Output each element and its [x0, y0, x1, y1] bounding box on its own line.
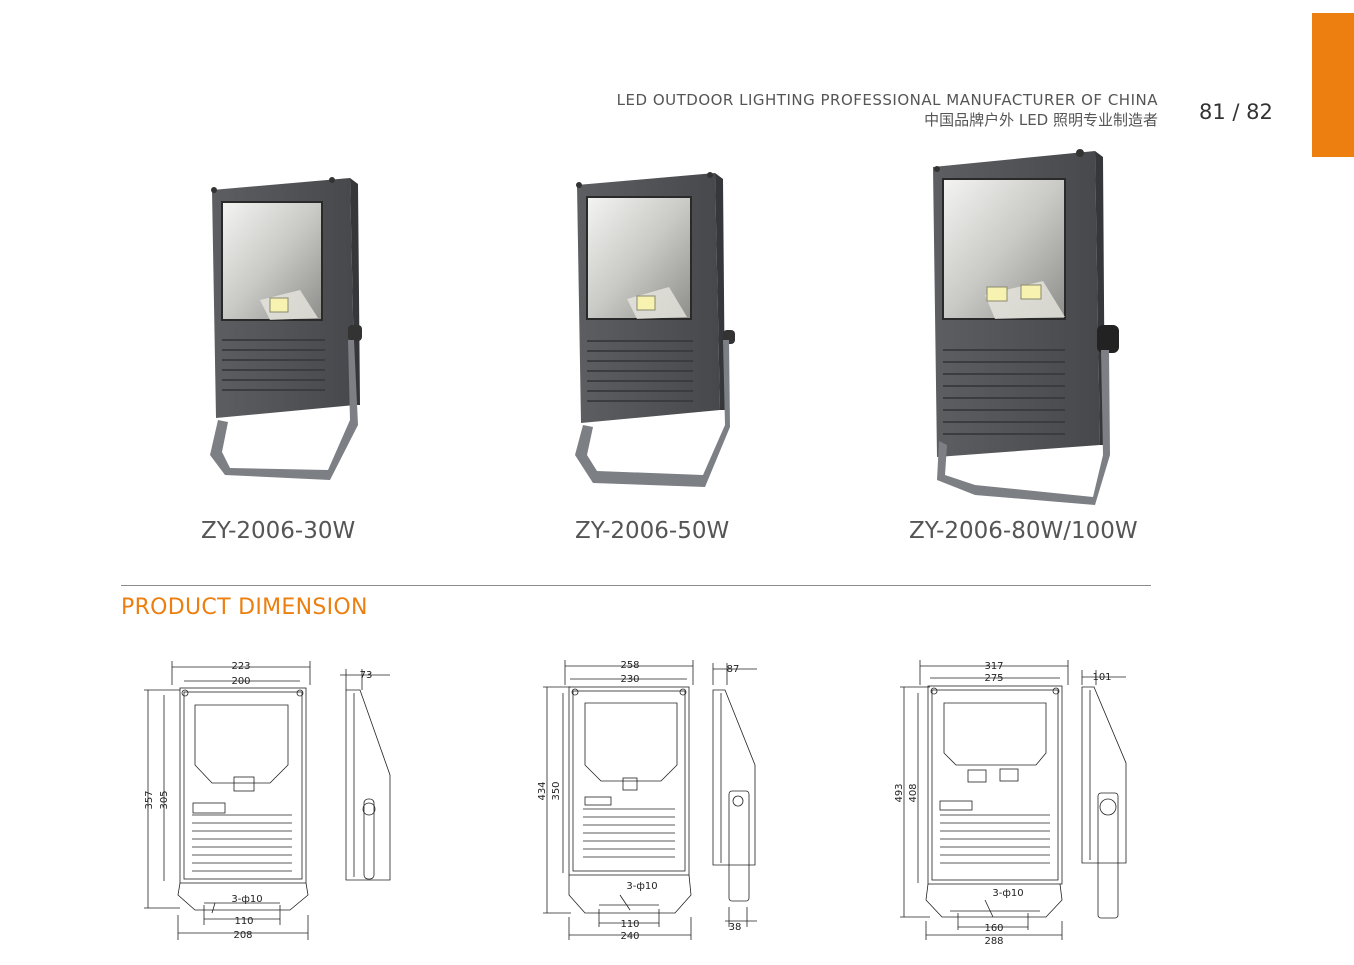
dim-height-inner: 408	[908, 783, 919, 802]
section-divider	[121, 585, 1151, 586]
section-title: PRODUCT DIMENSION	[121, 595, 368, 620]
dim-height-outer: 357	[144, 790, 155, 809]
dimension-drawing-50w: 258 230 87 434 350 3-ф10 110 240 38	[537, 660, 757, 942]
dim-width-outer: 223	[231, 661, 250, 672]
dim-depth: 73	[360, 670, 373, 681]
header-tagline-en: LED OUTDOOR LIGHTING PROFESSIONAL MANUFA…	[616, 91, 1158, 109]
dim-bracket-depth: 38	[729, 922, 742, 933]
dim-hole-span: 160	[984, 923, 1003, 934]
product-image-80w-100w	[933, 149, 1119, 505]
dim-holes: 3-ф10	[626, 881, 657, 892]
dim-bracket: 208	[233, 930, 252, 941]
dim-depth: 101	[1092, 672, 1111, 683]
dim-height-inner: 305	[159, 790, 170, 809]
header-tagline-cn: 中国品牌户外 LED 照明专业制造者	[924, 111, 1158, 129]
dim-height-outer: 493	[894, 783, 905, 802]
dim-hole-span: 110	[234, 916, 253, 927]
dim-holes: 3-ф10	[231, 894, 262, 905]
dim-width-inner: 230	[620, 674, 639, 685]
dim-height-outer: 434	[537, 781, 548, 800]
dim-width-outer: 258	[620, 660, 639, 671]
product-model-label: ZY-2006-80W/100W	[909, 518, 1138, 544]
dimension-drawing-30w: 223 200 73 357 305 3-ф10 110 208	[144, 661, 391, 941]
dim-width-outer: 317	[984, 661, 1003, 672]
dim-width-inner: 200	[231, 676, 250, 687]
dim-height-inner: 350	[551, 781, 562, 800]
orange-page-tab	[1312, 13, 1354, 157]
product-image-30w	[210, 177, 362, 480]
dim-bracket: 288	[984, 936, 1003, 947]
page-number: 81 / 82	[1199, 100, 1273, 124]
product-model-label: ZY-2006-50W	[575, 518, 730, 544]
dim-bracket: 240	[620, 931, 639, 942]
dimension-drawing-80w-100w: 317 275 101 493 408 3-ф10 160 288	[894, 660, 1127, 947]
product-image-50w	[575, 172, 735, 487]
dim-hole-span: 110	[620, 919, 639, 930]
dim-width-inner: 275	[984, 673, 1003, 684]
dim-holes: 3-ф10	[992, 888, 1023, 899]
product-model-label: ZY-2006-30W	[201, 518, 356, 544]
dim-depth: 87	[727, 664, 740, 675]
